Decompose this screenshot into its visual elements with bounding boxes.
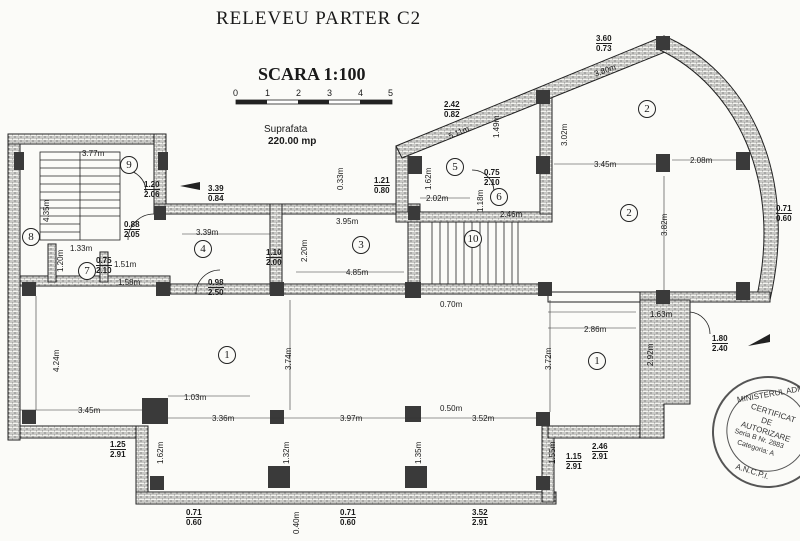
dim-label: 2.20m xyxy=(300,239,309,262)
dim-label: 3.45m xyxy=(78,406,101,415)
room-number-1-right: 1 xyxy=(588,352,606,370)
dim-label: 0.40m xyxy=(292,511,301,534)
room-number-6: 6 xyxy=(490,188,508,206)
dim-label: 2.86m xyxy=(584,325,607,334)
dim-label: 2.92m xyxy=(646,343,655,366)
room-number-2-top: 2 xyxy=(638,100,656,118)
room-number-10: 10 xyxy=(464,230,482,248)
dim-label: 1.63m xyxy=(650,310,673,319)
dim-label: 4.35m xyxy=(42,199,51,222)
room-number-4: 4 xyxy=(194,240,212,258)
scale-tick-1: 1 xyxy=(265,88,271,98)
scale-tick-3: 3 xyxy=(327,88,333,98)
dimension-lines xyxy=(20,151,736,419)
entrance-arrows xyxy=(180,182,770,346)
dim-label: 3.95m xyxy=(336,217,359,226)
dim-label: 1.03m xyxy=(184,393,207,402)
dim-label: 3.45m xyxy=(594,160,617,169)
dim-label: 1.51m xyxy=(114,260,137,269)
dim-label: 2.02m xyxy=(426,194,449,203)
room-number-2-bottom: 2 xyxy=(620,204,638,222)
scale-label: SCARA 1:100 xyxy=(258,64,366,84)
dim-label: 0.70m xyxy=(440,300,463,309)
room-number-7: 7 xyxy=(78,262,96,280)
stairs-left xyxy=(39,151,121,241)
dim-label: 1.33m xyxy=(70,244,93,253)
dim-label: 2.08m xyxy=(690,156,713,165)
dim-label: 3.82m xyxy=(660,213,669,236)
surface-value: 220.00 mp xyxy=(268,136,317,147)
room-number-8: 8 xyxy=(22,228,40,246)
dim-label: 0.33m xyxy=(336,167,345,190)
room-number-5: 5 xyxy=(446,158,464,176)
dim-label: 1.62m xyxy=(424,167,433,190)
dim-label: 1.35m xyxy=(414,441,423,464)
dim-label: 1.18m xyxy=(476,189,485,212)
plan-title: RELEVEU PARTER C2 xyxy=(216,8,422,29)
dim-label: 3.74m xyxy=(284,347,293,370)
columns xyxy=(14,36,750,490)
dim-label: 0.50m xyxy=(440,404,463,413)
dim-label: 3.72m xyxy=(544,347,553,370)
dim-label: 3.02m xyxy=(560,123,569,146)
dim-label: 1.55m xyxy=(548,441,557,464)
dim-label: 4.85m xyxy=(346,268,369,277)
dim-label: 4.24m xyxy=(52,349,61,372)
surface-label: Suprafata xyxy=(264,124,308,135)
dim-label: 1.62m xyxy=(156,441,165,464)
scale-tick-4: 4 xyxy=(358,88,364,98)
scale-tick-2: 2 xyxy=(296,88,302,98)
dim-label: 1.58m xyxy=(118,278,141,287)
room-number-1-left: 1 xyxy=(218,346,236,364)
scale-tick-5: 5 xyxy=(388,88,394,98)
scale-tick-0: 0 xyxy=(233,88,239,98)
room-number-3: 3 xyxy=(352,236,370,254)
walls xyxy=(7,35,779,505)
dim-label: 1.49m xyxy=(492,115,501,138)
dim-label: 3.77m xyxy=(82,149,105,158)
scale-bar xyxy=(235,99,393,105)
dim-label: 1.20m xyxy=(56,249,65,272)
dim-label: 3.97m xyxy=(340,414,363,423)
dim-label: 3.36m xyxy=(212,414,235,423)
stairs-right xyxy=(431,221,519,285)
dim-label: 2.46m xyxy=(500,210,523,219)
dim-label: 3.39m xyxy=(196,228,219,237)
dim-label: 1.32m xyxy=(282,441,291,464)
dim-label: 3.52m xyxy=(472,414,495,423)
room-number-9: 9 xyxy=(120,156,138,174)
